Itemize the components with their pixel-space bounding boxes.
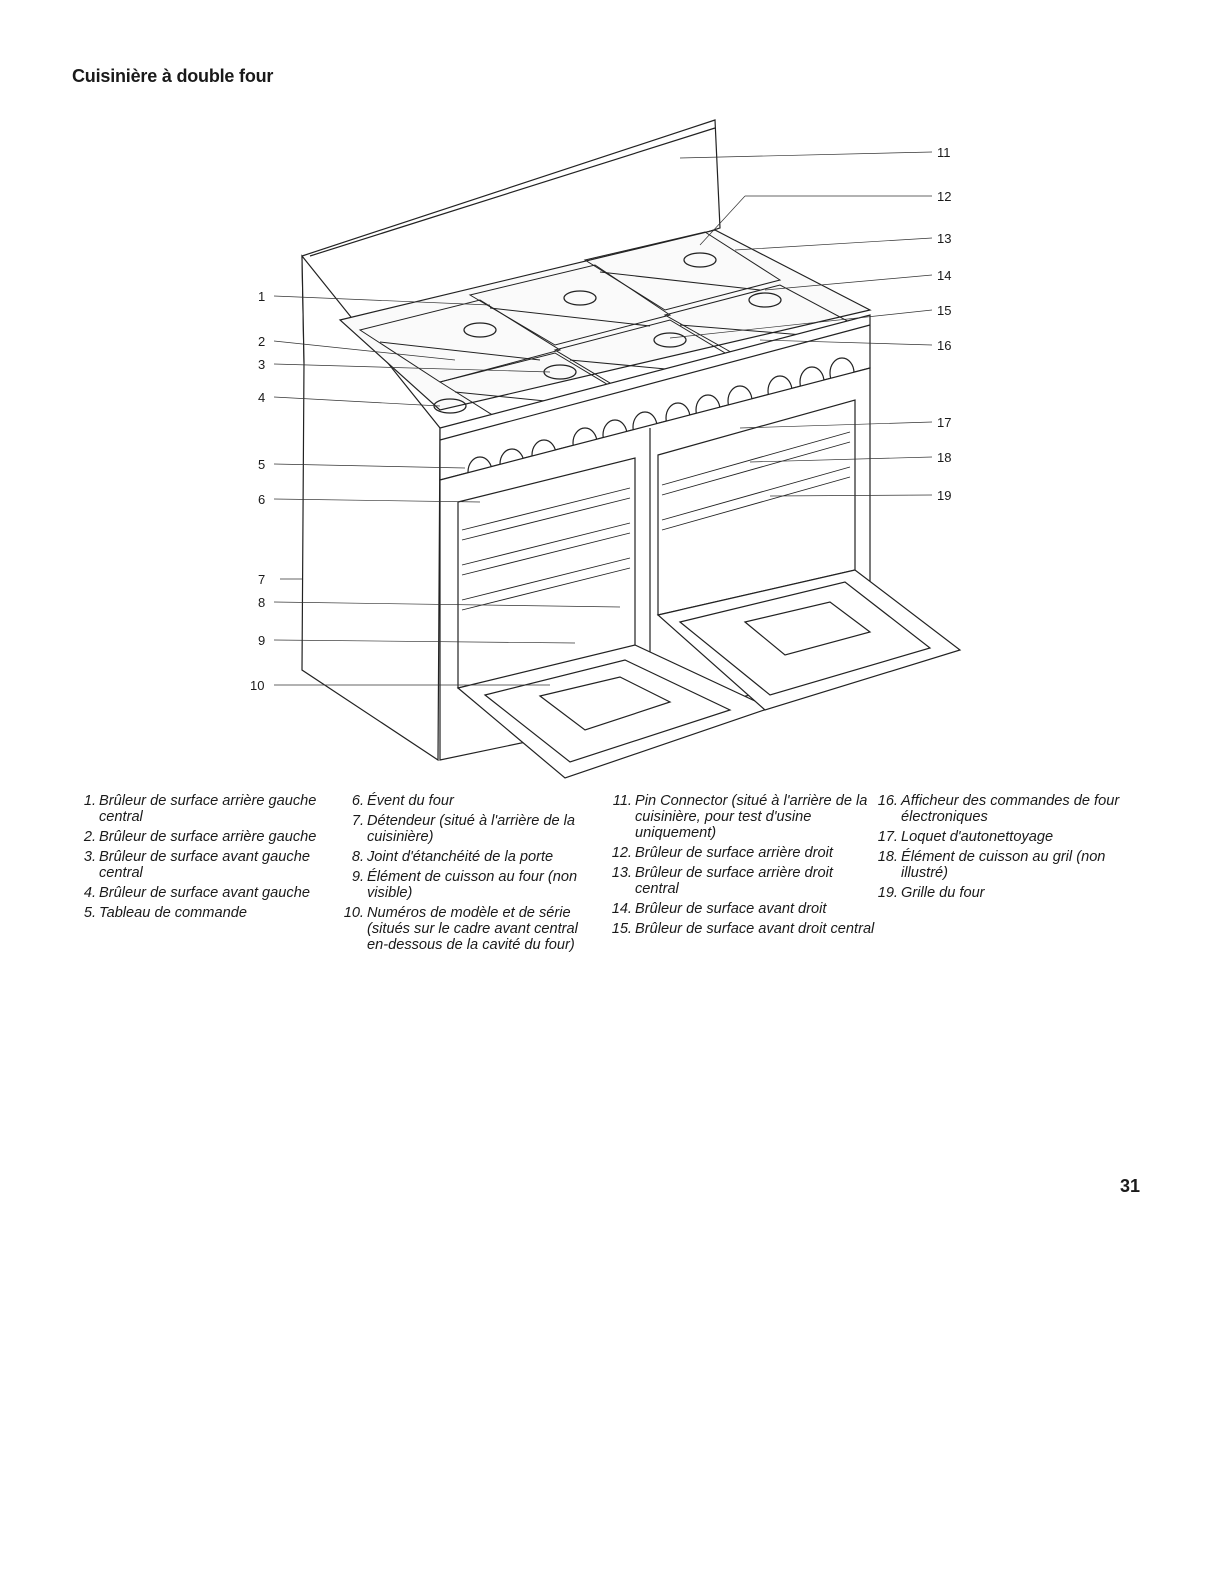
legend-item-text: Brûleur de surface arrière gauche centra… (99, 793, 317, 825)
legend-column-1: 1.Brûleur de surface arrière gauche cent… (72, 793, 334, 925)
legend-item: 16.Afficheur des commandes de four élect… (874, 793, 1144, 825)
legend-item-number: 14. (611, 901, 632, 917)
legend-item-text: Loquet d'autonettoyage (901, 829, 1054, 845)
legend-item: 10.Numéros de modèle et de série (situés… (340, 905, 602, 953)
callout-number: 11 (937, 145, 951, 160)
legend-column-3: 11.Pin Connector (situé à l'arrière de l… (608, 793, 878, 941)
legend-item-number: 8. (351, 849, 364, 865)
legend-item-number: 10. (343, 905, 364, 921)
callout-number: 4 (258, 390, 265, 405)
callout-number: 9 (258, 633, 265, 648)
legend-item: 9.Élément de cuisson au four (non visibl… (340, 869, 602, 901)
legend-item-number: 15. (611, 921, 632, 937)
legend-item-number: 12. (611, 845, 632, 861)
callout-number: 15 (937, 303, 951, 318)
callout-number: 2 (258, 334, 265, 349)
callout-number: 1 (258, 289, 265, 304)
legend-item-text: Brûleur de surface arrière gauche (99, 829, 317, 845)
range-illustration (301, 119, 962, 779)
callout-number: 19 (937, 488, 951, 503)
callout-number: 10 (250, 678, 264, 693)
legend-item-number: 17. (877, 829, 898, 845)
legend-item: 15.Brûleur de surface avant droit centra… (608, 921, 878, 937)
legend-item-number: 7. (351, 813, 364, 829)
callout-number: 6 (258, 492, 265, 507)
legend-item: 13.Brûleur de surface arrière droit cent… (608, 865, 878, 897)
legend-item-text: Brûleur de surface avant droit central (635, 921, 875, 937)
legend-item-text: Élément de cuisson au gril (non illustré… (901, 849, 1106, 881)
legend-item: 4.Brûleur de surface avant gauche (72, 885, 334, 901)
legend-item-number: 9. (351, 869, 364, 885)
legend-item-number: 2. (83, 829, 96, 845)
callout-numbers: 1 2 3 4 5 6 7 8 9 10 11 12 13 14 15 16 1… (250, 145, 951, 693)
legend-item: 7.Détendeur (situé à l'arrière de la cui… (340, 813, 602, 845)
legend-item: 2.Brûleur de surface arrière gauche (72, 829, 334, 845)
legend-item-text: Détendeur (situé à l'arrière de la cuisi… (367, 813, 576, 845)
legend-item-text: Brûleur de surface avant gauche (99, 885, 310, 901)
legend-item: 3.Brûleur de surface avant gauche centra… (72, 849, 334, 881)
legend-item-text: Brûleur de surface arrière droit (635, 845, 833, 861)
callout-number: 14 (937, 268, 951, 283)
legend-item: 19.Grille du four (874, 885, 1144, 901)
legend-item-text: Évent du four (367, 793, 454, 809)
callout-number: 16 (937, 338, 951, 353)
legend-item: 12.Brûleur de surface arrière droit (608, 845, 878, 861)
callout-number: 13 (937, 231, 951, 246)
legend-item-number: 11. (612, 793, 632, 809)
legend-item: 14.Brûleur de surface avant droit (608, 901, 878, 917)
callout-number: 8 (258, 595, 265, 610)
legend-item-text: Grille du four (901, 885, 985, 901)
legend-item: 5.Tableau de commande (72, 905, 334, 921)
legend-item-number: 13. (611, 865, 632, 881)
legend-item-text: Afficheur des commandes de four électron… (901, 793, 1120, 825)
legend-item-text: Tableau de commande (99, 905, 247, 921)
legend-item-number: 4. (83, 885, 96, 901)
legend-item: 8.Joint d'étanchéité de la porte (340, 849, 602, 865)
legend-item-number: 3. (83, 849, 96, 865)
legend-column-4: 16.Afficheur des commandes de four élect… (874, 793, 1144, 905)
legend-item-number: 1. (83, 793, 96, 809)
legend-item-number: 16. (877, 793, 898, 809)
legend-column-2: 6.Évent du four 7.Détendeur (situé à l'a… (340, 793, 602, 957)
legend-item: 6.Évent du four (340, 793, 602, 809)
page-title: Cuisinière à double four (72, 66, 274, 86)
legend-item-number: 18. (877, 849, 898, 865)
legend-item-text: Brûleur de surface avant gauche central (99, 849, 310, 881)
callout-number: 7 (258, 572, 265, 587)
legend-item-text: Pin Connector (situé à l'arrière de la c… (635, 793, 868, 841)
legend-item: 1.Brûleur de surface arrière gauche cent… (72, 793, 334, 825)
leader-lines (273, 151, 933, 686)
callout-number: 17 (937, 415, 951, 430)
callout-number: 18 (937, 450, 951, 465)
legend-item-number: 6. (351, 793, 364, 809)
legend-item-number: 19. (877, 885, 898, 901)
page-number: 31 (1120, 1176, 1141, 1196)
legend-item-text: Numéros de modèle et de série (situés su… (367, 905, 578, 953)
legend-item-number: 5. (83, 905, 96, 921)
callout-number: 3 (258, 357, 265, 372)
legend-item: 17.Loquet d'autonettoyage (874, 829, 1144, 845)
legend-item-text: Brûleur de surface avant droit (635, 901, 827, 917)
legend-item: 18.Élément de cuisson au gril (non illus… (874, 849, 1144, 881)
range-diagram: 1 2 3 4 5 6 7 8 9 10 11 12 13 14 15 16 1… (250, 119, 962, 779)
callout-number: 12 (937, 189, 951, 204)
legend-item-text: Joint d'étanchéité de la porte (367, 849, 554, 865)
legend-item-text: Brûleur de surface arrière droit central (635, 865, 833, 897)
callout-number: 5 (258, 457, 265, 472)
legend-item-text: Élément de cuisson au four (non visible) (367, 869, 578, 901)
legend-item: 11.Pin Connector (situé à l'arrière de l… (608, 793, 878, 841)
